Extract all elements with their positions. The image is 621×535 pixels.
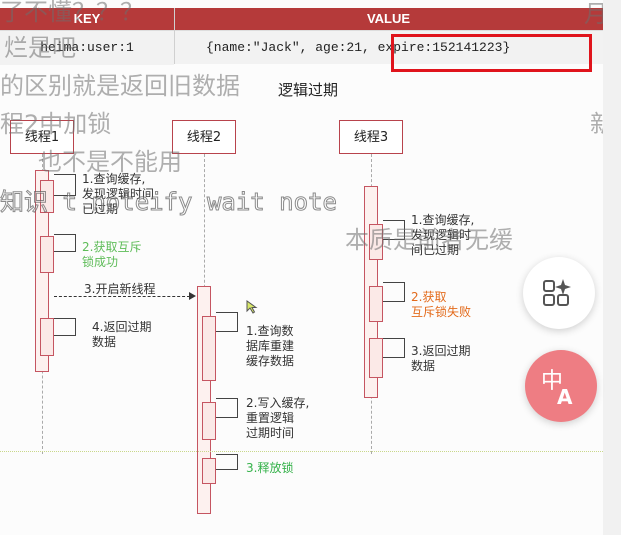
overlay-comment-2: 烂是吧 — [4, 34, 76, 62]
thread-3-self-call-2 — [383, 282, 405, 302]
thread-2-self-call-2 — [216, 398, 238, 418]
translate-icon: 中 A — [541, 369, 573, 409]
thread-2-self-call-1 — [216, 312, 238, 332]
thread-1-step-4-bar — [40, 318, 54, 356]
thread-1-box: 线程1 — [10, 120, 74, 154]
expire-highlight-box — [391, 34, 592, 72]
mouse-cursor-icon — [246, 300, 258, 314]
overlay-comment-4: 程2中加锁 — [0, 110, 112, 138]
thread-1-step-2-bar — [40, 236, 54, 273]
diagram-title: 逻辑过期 — [278, 81, 339, 99]
thread-2-box: 线程2 — [172, 120, 236, 154]
thread-1-note-3: 3.开启新线程 — [84, 282, 156, 296]
svg-text:A: A — [557, 385, 573, 409]
new-thread-arrow — [54, 296, 190, 297]
overlay-comment-6: 知识 t noteify wait note — [0, 188, 337, 217]
svg-text:中: 中 — [541, 369, 563, 394]
thread-3-step-1-bar — [369, 224, 383, 260]
ai-tools-button[interactable] — [523, 257, 595, 329]
thread-3-step-3-bar — [369, 338, 383, 378]
ai-tools-icon — [543, 279, 571, 306]
table-header-key: KEY — [0, 8, 174, 30]
thread-3-note-1: 1.查询缓存, 发现逻辑时 间已过期 — [411, 213, 475, 257]
right-scroll-strip — [603, 0, 621, 535]
translate-button[interactable]: 中 A — [525, 350, 597, 422]
thread-2-step-2-bar — [202, 402, 216, 440]
thread-2-step-3-bar — [202, 458, 216, 484]
thread-2-note-1: 1.查询数 据库重建 缓存数据 — [246, 324, 295, 368]
overlay-comment-1: 了不懂？？？ — [0, 0, 144, 26]
thread-1-self-call-4 — [54, 318, 76, 336]
table-cell-key: heima:user:1 — [0, 30, 174, 65]
thread-1-self-call-2 — [54, 234, 76, 252]
thread-2-note-2: 2.写入缓存, 重置逻辑 过期时间 — [246, 396, 310, 440]
thread-1-note-4: 4.返回过期 数据 — [92, 320, 152, 349]
overlay-comment-3: 的区别就是返回旧数据 — [0, 72, 240, 100]
dotted-divider — [0, 451, 603, 452]
thread-2-note-3: 3.释放锁 — [246, 461, 294, 475]
thread-3-self-call-3 — [383, 338, 405, 358]
thread-1-step-1-bar — [40, 180, 54, 213]
thread-3-note-3: 3.返回过期 数据 — [411, 344, 471, 373]
thread-3-self-call-1 — [383, 220, 405, 240]
thread-1-self-call-1 — [54, 174, 76, 196]
thread-2-self-call-3 — [216, 454, 238, 470]
table-divider — [174, 8, 175, 64]
new-thread-arrow-head — [189, 292, 196, 300]
thread-2-step-1-bar — [202, 316, 216, 381]
thread-3-step-2-bar — [369, 286, 383, 322]
thread-1-note-1: 1.查询缓存, 发现逻辑时间 已过期 — [82, 172, 155, 216]
thread-3-box: 线程3 — [339, 120, 403, 154]
thread-3-note-2: 2.获取 互斥锁失败 — [411, 290, 472, 319]
table-header-value: VALUE — [174, 8, 603, 30]
overlay-comment-7: 本质是前者无缓 — [345, 226, 513, 254]
overlay-comment-5: 也不是不能用 — [38, 148, 182, 176]
thread-1-note-2: 2.获取互斥 锁成功 — [82, 240, 142, 269]
